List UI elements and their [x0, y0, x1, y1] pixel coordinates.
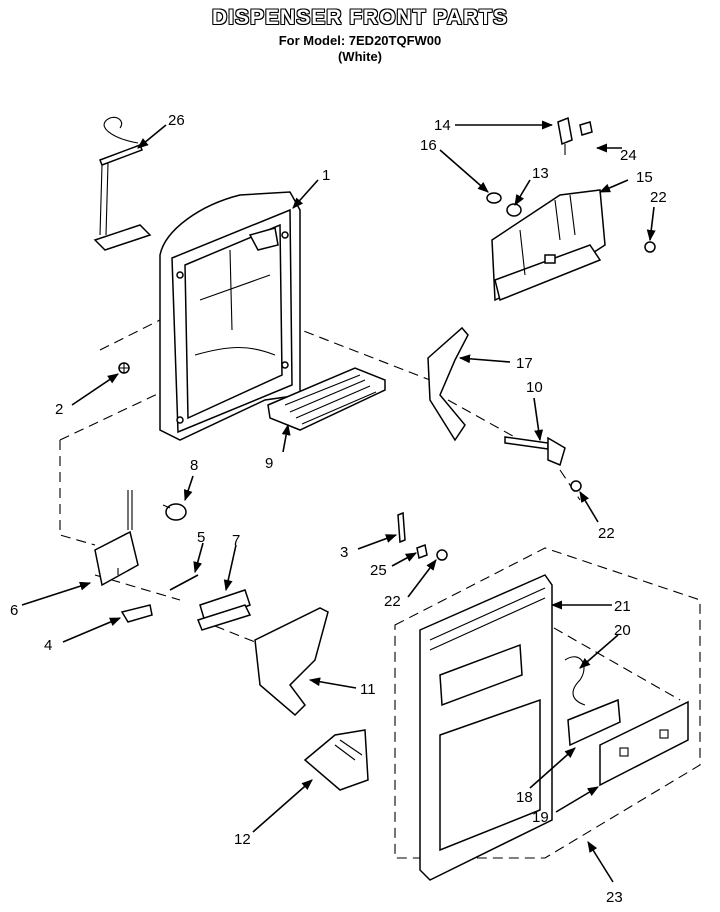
diagram-header: DISPENSER FRONT PARTS For Model: 7ED20TQ… [0, 6, 720, 64]
part-12-cup [303, 729, 369, 791]
label-4: 4 [44, 637, 52, 654]
label-10: 10 [526, 379, 543, 396]
part-15-cover-assembly [491, 189, 606, 302]
label-15: 15 [636, 169, 653, 186]
part-7-hinge [197, 589, 252, 631]
part-8-solenoid [162, 503, 187, 521]
diagram-title: DISPENSER FRONT PARTS [212, 6, 508, 29]
label-11: 11 [360, 681, 376, 698]
leader-lines [21, 120, 656, 883]
part-14-switch [557, 116, 573, 155]
part-20-wire-harness [564, 656, 586, 706]
label-5: 5 [197, 529, 205, 546]
model-color: (White) [337, 49, 383, 64]
part-4-bracket [120, 604, 153, 623]
label-22-top: 22 [650, 189, 667, 206]
label-25: 25 [370, 562, 387, 579]
label-2: 2 [55, 401, 63, 418]
part-1-housing-frame [159, 191, 301, 441]
label-7: 7 [232, 532, 240, 549]
label-19: 19 [532, 809, 549, 826]
part-26-wire-harness [93, 116, 152, 251]
part-25-spacer [416, 543, 428, 560]
part-24-spacer [579, 121, 593, 136]
label-6: 6 [10, 602, 18, 619]
label-20: 20 [614, 622, 631, 639]
label-24: 24 [620, 147, 637, 164]
part-6-module [94, 490, 139, 587]
part-13-socket [506, 203, 522, 217]
part-18-switch-board [567, 698, 621, 747]
label-18: 18 [516, 789, 533, 806]
part-3-clip [397, 511, 406, 544]
part-16-lamp [486, 192, 502, 204]
label-22-low: 22 [384, 593, 401, 610]
part-10-actuator-rod [504, 436, 566, 467]
label-9: 9 [265, 455, 273, 472]
label-21: 21 [614, 598, 631, 615]
part-9-drip-tray [267, 367, 386, 431]
part-22-screw-top [644, 241, 656, 253]
part-17-ice-lever [427, 326, 469, 442]
part-2-screw [118, 362, 130, 374]
part-5-pin [169, 574, 199, 591]
label-22-mid: 22 [598, 525, 615, 542]
part-21-front-panel [419, 574, 553, 881]
label-3: 3 [340, 544, 348, 561]
label-17: 17 [516, 355, 533, 372]
label-23: 23 [606, 889, 623, 906]
part-19-membrane-panel [599, 700, 689, 787]
model-number: For Model: 7ED20TQFW00 [278, 33, 442, 48]
label-26: 26 [168, 112, 185, 129]
label-16: 16 [420, 137, 437, 154]
part-11-water-lever [254, 607, 329, 717]
label-8: 8 [190, 457, 198, 474]
label-14: 14 [434, 117, 451, 134]
part-22-screw-low [436, 549, 448, 561]
label-1: 1 [322, 167, 330, 184]
part-22-screw-mid [570, 480, 582, 492]
label-13: 13 [532, 165, 549, 182]
part-labels: 26 1 2 9 8 5 7 6 4 11 12 14 16 13 24 15 … [10, 112, 667, 906]
label-12: 12 [234, 831, 251, 848]
